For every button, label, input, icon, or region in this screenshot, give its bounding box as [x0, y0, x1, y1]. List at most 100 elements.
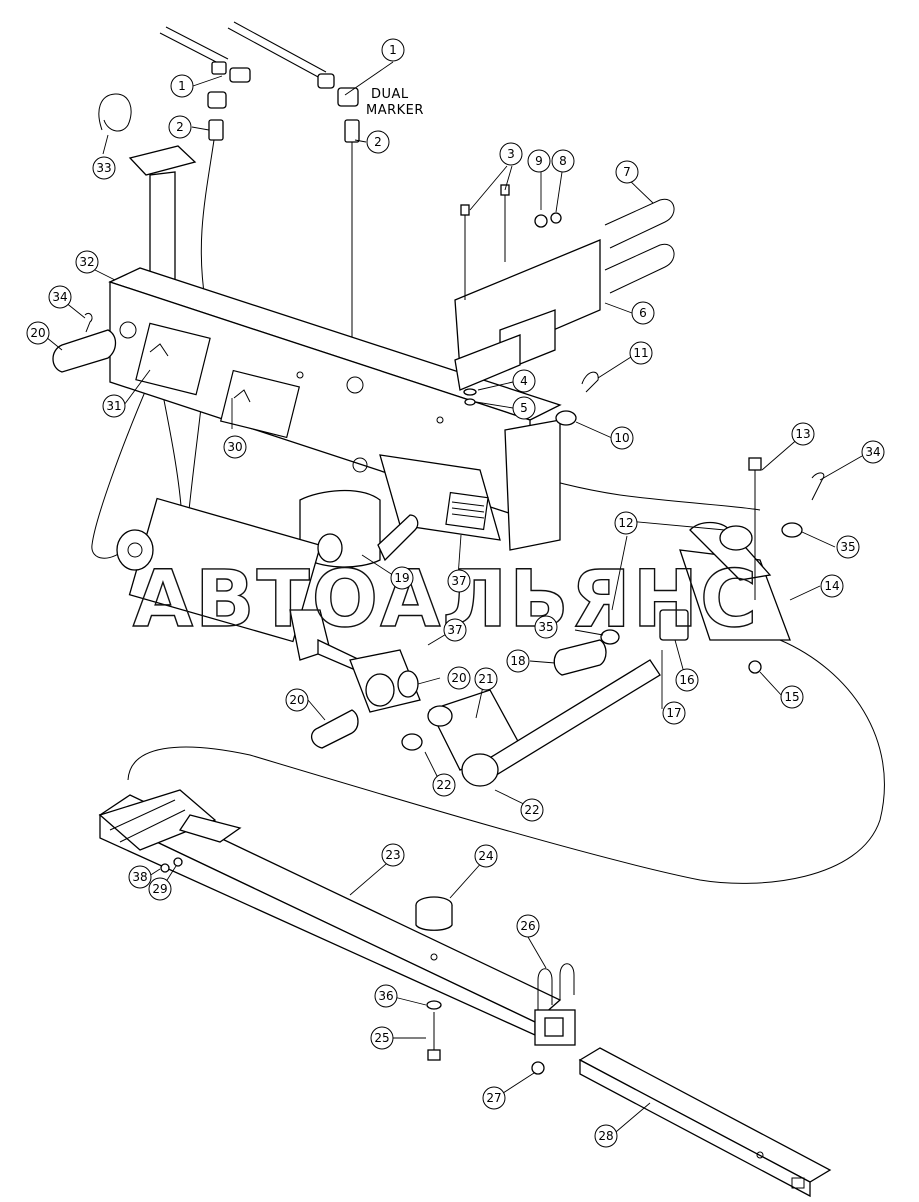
svg-text:31: 31	[106, 399, 121, 413]
callout-27: 27	[482, 1086, 506, 1110]
svg-text:19: 19	[394, 571, 409, 585]
callout-7: 7	[615, 160, 639, 184]
svg-text:6: 6	[639, 306, 647, 320]
callout-10: 10	[610, 426, 634, 450]
callout-20a: 20	[26, 321, 50, 345]
spring-clip	[98, 93, 132, 132]
marker-bar	[98, 789, 576, 1075]
svg-text:2: 2	[176, 120, 184, 134]
mount-bracket	[454, 184, 675, 551]
dual-marker-note-line2: MARKER	[366, 103, 424, 118]
svg-text:20: 20	[289, 693, 304, 707]
callout-18: 18	[506, 649, 530, 673]
callout-17: 17	[662, 701, 686, 725]
svg-text:3: 3	[507, 147, 515, 161]
callout-22b: 22	[520, 798, 544, 822]
svg-text:38: 38	[132, 870, 147, 884]
callout-37a: 37	[447, 569, 471, 593]
callout-23: 23	[381, 843, 405, 867]
pivot-hinge	[600, 457, 825, 674]
callout-36: 36	[374, 984, 398, 1008]
svg-text:16: 16	[679, 673, 694, 687]
callout-5: 5	[512, 396, 536, 420]
callout-31: 31	[102, 394, 126, 418]
clevis	[349, 649, 421, 713]
svg-text:30: 30	[227, 440, 242, 454]
svg-text:34: 34	[865, 445, 880, 459]
callout-29: 29	[148, 877, 172, 901]
svg-text:35: 35	[538, 620, 553, 634]
svg-text:14: 14	[824, 579, 839, 593]
callout-20b: 20	[447, 666, 471, 690]
callout-37b: 37	[443, 618, 467, 642]
callout-14: 14	[820, 574, 844, 598]
callout-35a: 35	[836, 535, 860, 559]
svg-text:21: 21	[478, 672, 493, 686]
svg-text:33: 33	[96, 161, 111, 175]
callout-12: 12	[614, 511, 638, 535]
svg-text:28: 28	[598, 1129, 613, 1143]
svg-text:35: 35	[840, 540, 855, 554]
svg-text:36: 36	[378, 989, 393, 1003]
svg-text:37: 37	[451, 574, 466, 588]
callout-30: 30	[223, 435, 247, 459]
callout-2a: 2	[168, 115, 192, 139]
callout-1b: 1	[170, 74, 194, 98]
svg-text:8: 8	[559, 154, 567, 168]
svg-text:4: 4	[520, 374, 528, 388]
svg-text:11: 11	[633, 346, 648, 360]
svg-text:9: 9	[535, 154, 543, 168]
callout-34b: 34	[861, 440, 885, 464]
svg-text:34: 34	[52, 290, 67, 304]
svg-text:2: 2	[374, 135, 382, 149]
callout-16: 16	[675, 668, 699, 692]
main-frame	[108, 145, 562, 568]
svg-text:10: 10	[614, 431, 629, 445]
callout-2b: 2	[366, 130, 390, 154]
svg-text:5: 5	[520, 401, 528, 415]
callout-34a: 34	[48, 285, 72, 309]
cotter-pin	[84, 312, 93, 333]
callout-38: 38	[128, 865, 152, 889]
callout-24: 24	[474, 844, 498, 868]
callout-22a: 22	[432, 773, 456, 797]
svg-text:18: 18	[510, 654, 525, 668]
warning-decals	[135, 322, 301, 439]
callout-20c: 20	[285, 688, 309, 712]
svg-text:7: 7	[623, 165, 631, 179]
svg-text:1: 1	[389, 43, 397, 57]
link-arm	[401, 659, 661, 787]
svg-text:22: 22	[524, 803, 539, 817]
svg-text:12: 12	[618, 516, 633, 530]
svg-text:1: 1	[178, 79, 186, 93]
callout-1a: 1	[381, 38, 405, 62]
svg-text:22: 22	[436, 778, 451, 792]
svg-text:26: 26	[520, 919, 535, 933]
callout-13: 13	[791, 422, 815, 446]
svg-text:37: 37	[447, 623, 462, 637]
callout-32: 32	[75, 250, 99, 274]
svg-text:32: 32	[79, 255, 94, 269]
callouts: 1 1 2 2 3 4 5 6 7 8 9 10 11 12 13 14 15 …	[26, 38, 885, 1148]
dual-marker-note-line1: DUAL	[371, 87, 409, 102]
callout-3: 3	[499, 142, 523, 166]
callout-28: 28	[594, 1124, 618, 1148]
callout-6: 6	[631, 301, 655, 325]
extension-bar	[578, 1047, 832, 1198]
svg-text:24: 24	[478, 849, 493, 863]
callout-19: 19	[390, 566, 414, 590]
svg-text:20: 20	[30, 326, 45, 340]
pins	[52, 329, 607, 749]
hydraulic-cylinder	[116, 497, 361, 673]
svg-text:17: 17	[666, 706, 681, 720]
callout-9: 9	[527, 149, 551, 173]
callout-11: 11	[629, 341, 653, 365]
callout-35b: 35	[534, 615, 558, 639]
callout-8: 8	[551, 149, 575, 173]
svg-text:13: 13	[795, 427, 810, 441]
svg-text:20: 20	[451, 671, 466, 685]
svg-text:29: 29	[152, 882, 167, 896]
callout-15: 15	[780, 685, 804, 709]
svg-text:27: 27	[486, 1091, 501, 1105]
callout-21: 21	[474, 667, 498, 691]
